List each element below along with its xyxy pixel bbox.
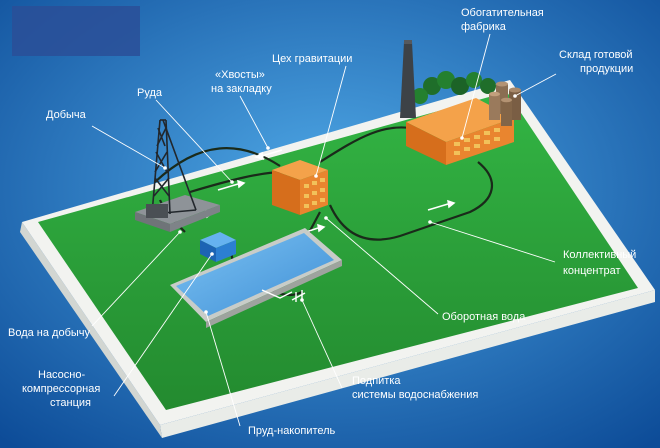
pipe-concentrate bbox=[328, 161, 494, 241]
leader-lines bbox=[91, 33, 557, 427]
tree-icon bbox=[451, 77, 469, 95]
factory-chimney-icon bbox=[400, 40, 416, 118]
label-tailings-2: на закладку bbox=[211, 83, 272, 95]
leader-product-warehouse bbox=[514, 73, 557, 97]
label-mining: Добыча bbox=[46, 109, 87, 121]
label-product-warehouse-1: Склад готовой bbox=[559, 49, 633, 61]
mining-headframe-icon bbox=[135, 119, 220, 232]
leader-benefication-plant bbox=[461, 33, 491, 139]
tree-icon bbox=[412, 88, 428, 104]
leader-mining-water bbox=[91, 231, 181, 327]
pipe-tailings bbox=[154, 147, 281, 183]
label-recycled-water: Оборотная вода bbox=[442, 311, 526, 323]
leader-collective-concentrate bbox=[429, 221, 556, 263]
tree-icon bbox=[437, 71, 455, 89]
leader-storage-pond bbox=[205, 311, 241, 427]
label-water-makeup-1: Подпитка bbox=[352, 375, 401, 387]
leader-pump-station bbox=[113, 253, 213, 397]
beneficiation-plant-building bbox=[406, 98, 514, 165]
label-water-makeup-2: системы водоснабжения bbox=[352, 389, 478, 401]
label-ore: Руда bbox=[137, 87, 163, 99]
label-product-warehouse-2: продукции bbox=[580, 63, 633, 75]
leader-ore bbox=[155, 99, 233, 183]
leader-water-makeup bbox=[301, 299, 343, 389]
label-beneficiation-plant-1: Обогатительная bbox=[461, 7, 544, 19]
flow-arrow-icon bbox=[217, 179, 246, 191]
flow-arrow-icon bbox=[427, 199, 456, 211]
pump-station-icon bbox=[200, 232, 236, 262]
label-pump-station-1: Насосно- bbox=[38, 369, 85, 381]
label-mining-water: Вода на добычу bbox=[8, 327, 91, 339]
tree-icon bbox=[466, 72, 482, 88]
label-storage-pond: Пруд-накопитель bbox=[248, 425, 336, 437]
logo-placeholder bbox=[12, 6, 140, 56]
label-tailings-1: «Хвосты» bbox=[215, 69, 265, 81]
storage-pond bbox=[170, 228, 342, 328]
storage-silo-icon bbox=[489, 81, 521, 126]
gravity-shop-building bbox=[272, 160, 328, 215]
label-pump-station-2: компрессорная bbox=[22, 383, 100, 395]
leader-gravity-shop bbox=[315, 65, 347, 177]
flow-arrow-icon bbox=[254, 149, 283, 161]
label-collective-concentrate-2: концентрат bbox=[563, 265, 621, 277]
tree-icon bbox=[423, 77, 441, 95]
pond-pipe-fittings bbox=[261, 289, 306, 302]
leader-mining bbox=[91, 125, 166, 169]
leader-recycled-water bbox=[325, 217, 439, 315]
label-pump-station-3: станция bbox=[50, 397, 91, 409]
label-collective-concentrate-1: Коллективный bbox=[563, 249, 636, 261]
tree-group bbox=[412, 71, 496, 104]
tree-icon bbox=[480, 78, 496, 94]
labels: Обогатительная фабрика Склад готовой про… bbox=[8, 7, 636, 437]
label-gravity-shop: Цех гравитации bbox=[272, 53, 352, 65]
leader-tailings bbox=[239, 95, 269, 149]
label-beneficiation-plant-2: фабрика bbox=[461, 21, 507, 33]
